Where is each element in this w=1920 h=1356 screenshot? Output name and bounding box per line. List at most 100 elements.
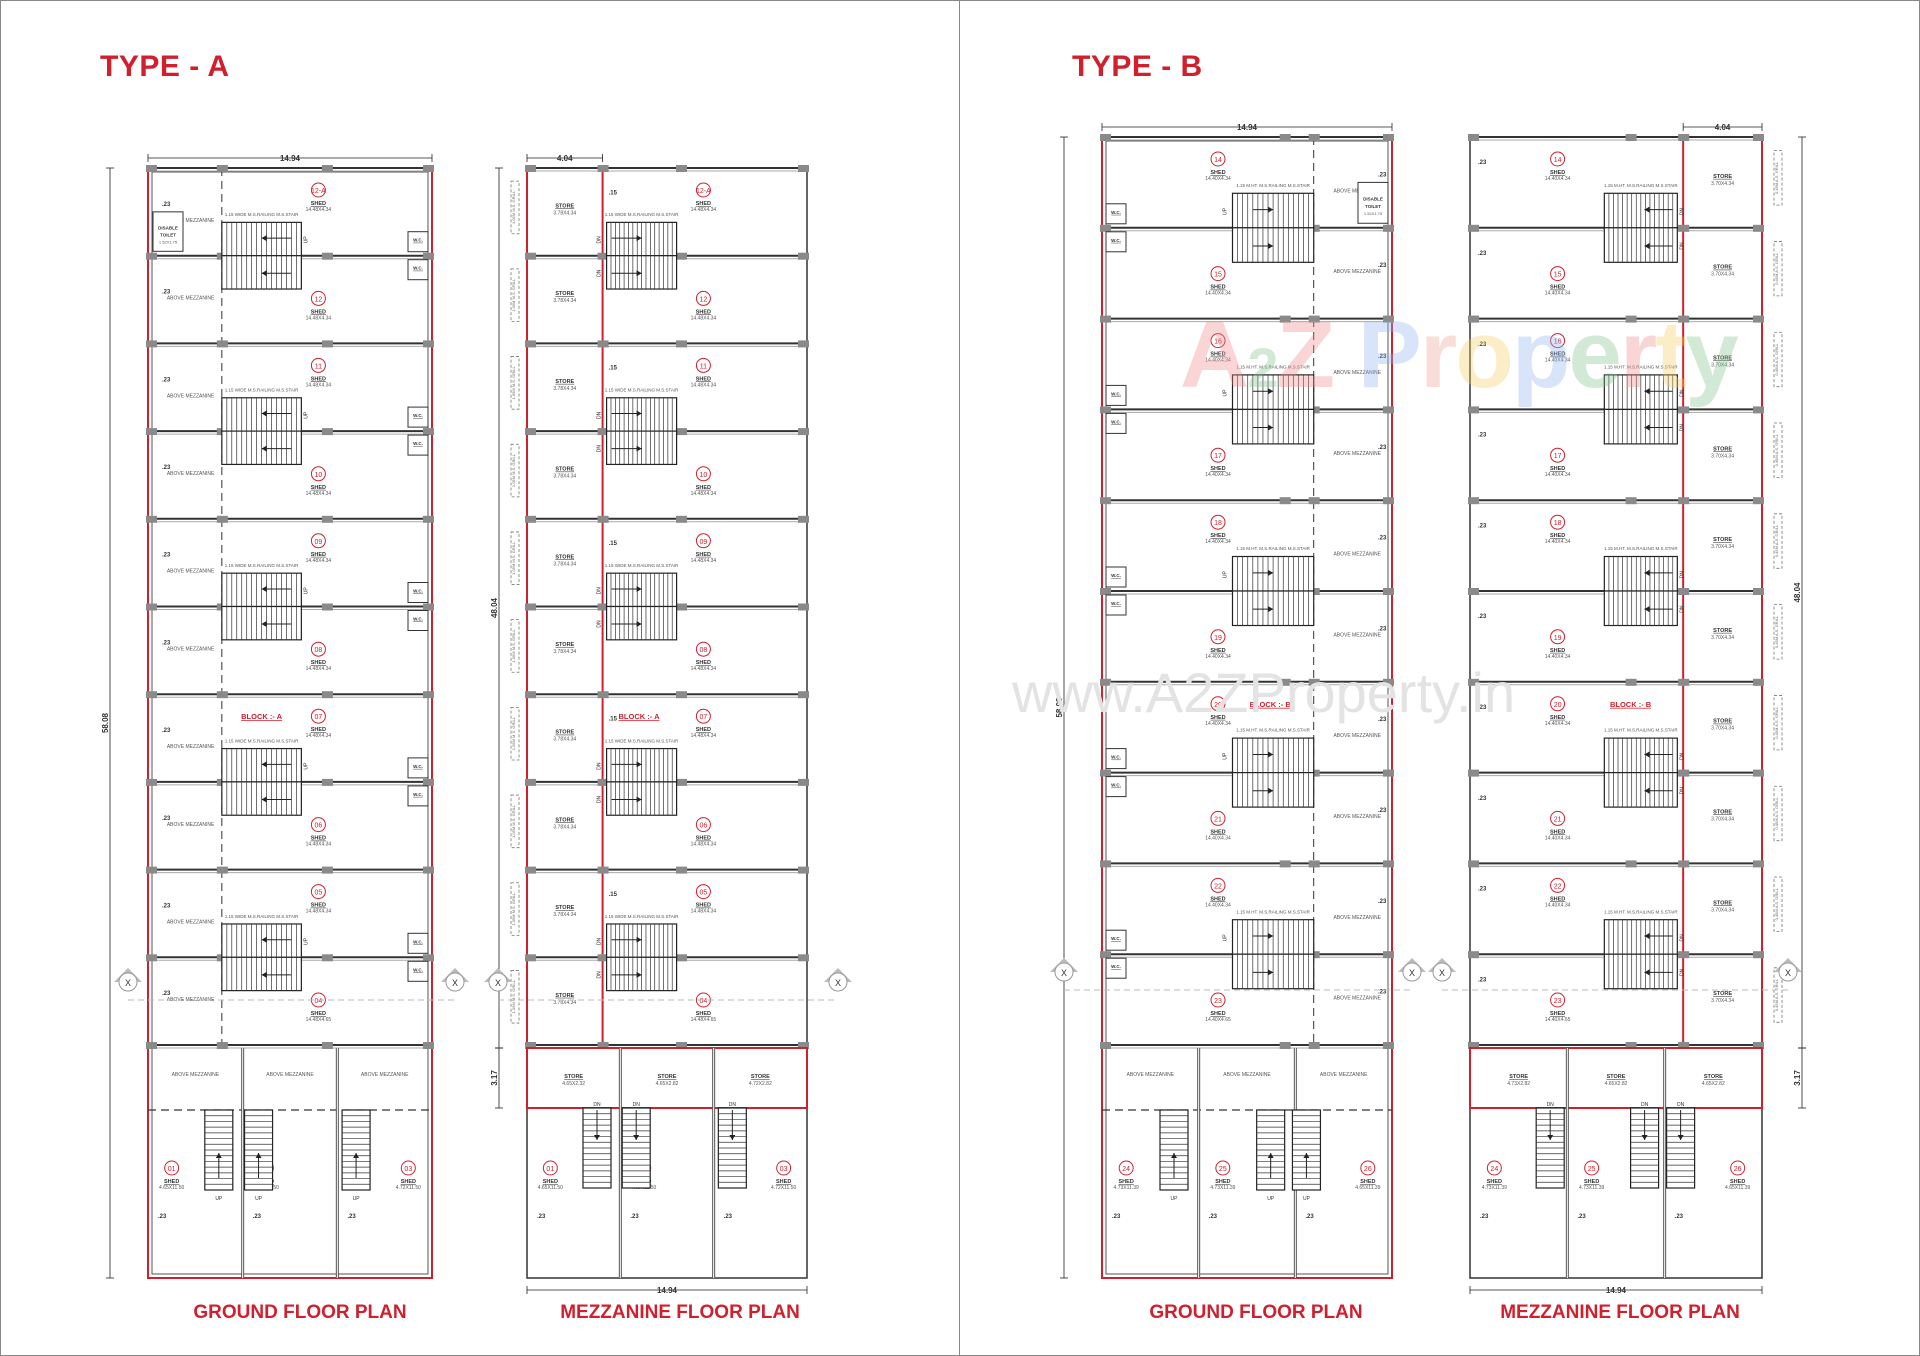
staircase — [605, 572, 678, 608]
svg-text:ABOVE MEZZANINE: ABOVE MEZZANINE — [1333, 632, 1381, 638]
svg-text:14.94: 14.94 — [657, 1286, 678, 1295]
svg-text:1.05M M.S. GRILL: 1.05M M.S. GRILL — [511, 453, 516, 487]
svg-text:SHED: SHED — [1550, 896, 1565, 902]
svg-text:SHED: SHED — [311, 836, 326, 842]
staircase — [605, 221, 678, 257]
svg-text:14.48X4.34: 14.48X4.34 — [691, 842, 717, 848]
svg-text:ABOVE MEZZANINE: ABOVE MEZZANINE — [361, 1072, 409, 1078]
type-a-ground-floor-title: GROUND FLOOR PLAN — [193, 1302, 407, 1323]
svg-text:SHED: SHED — [1550, 466, 1565, 472]
staircase — [221, 956, 302, 992]
svg-text:SHED: SHED — [1210, 1011, 1225, 1017]
svg-text:W.C.: W.C. — [413, 792, 423, 797]
svg-text:23: 23 — [1554, 998, 1562, 1005]
wc-block: W.C.W.C. — [1105, 929, 1127, 979]
svg-text:4.73X11.39: 4.73X11.39 — [1210, 1185, 1235, 1191]
svg-text:STORE: STORE — [1713, 991, 1732, 997]
svg-text:1.15 WIDE M.S.RAILING M.S.STAI: 1.15 WIDE M.S.RAILING M.S.STAIR — [225, 738, 299, 743]
svg-text:SHED: SHED — [311, 727, 326, 733]
svg-text:ABOVE MEZZANINE: ABOVE MEZZANINE — [172, 1072, 220, 1078]
svg-text:W.C.: W.C. — [1111, 964, 1121, 969]
type-b-ground-floor-title: GROUND FLOOR PLAN — [1149, 1302, 1363, 1323]
svg-text:SHED: SHED — [543, 1179, 558, 1185]
svg-text:SHED: SHED — [311, 309, 326, 315]
svg-text:4.65X2.82: 4.65X2.82 — [656, 1081, 679, 1087]
svg-text:STORE: STORE — [1713, 355, 1732, 361]
svg-text:3.70X4.34: 3.70X4.34 — [1711, 181, 1734, 187]
svg-text:STORE: STORE — [564, 1074, 583, 1080]
svg-text:DN: DN — [597, 620, 603, 628]
svg-text:.23: .23 — [253, 1214, 262, 1220]
svg-text:.23: .23 — [1305, 1214, 1314, 1220]
svg-text:1.52X1.75: 1.52X1.75 — [159, 239, 178, 244]
svg-text:UP: UP — [1223, 934, 1229, 942]
type-b-mezzanine-floor-plan: 4.0448.043.1714.9412-ASHED14.48X4.34STOR… — [490, 154, 809, 1295]
wc-block: W.C.W.C. — [407, 406, 429, 456]
svg-text:14.40X4.34: 14.40X4.34 — [1545, 721, 1571, 727]
svg-text:.23: .23 — [1478, 342, 1487, 348]
svg-text:0.45M A.S. GRILL: 0.45M A.S. GRILL — [1774, 797, 1779, 830]
svg-text:ABOVE MEZZANINE: ABOVE MEZZANINE — [1333, 451, 1381, 457]
svg-text:SHED: SHED — [1550, 648, 1565, 654]
svg-text:.23: .23 — [1675, 1214, 1684, 1220]
svg-text:14.48X4.34: 14.48X4.34 — [306, 909, 332, 915]
staircase — [1231, 953, 1315, 990]
svg-text:STORE: STORE — [1704, 1074, 1723, 1080]
svg-text:UP: UP — [1267, 1196, 1275, 1202]
svg-text:TOILET: TOILET — [160, 232, 176, 237]
svg-text:1.15 WIDE M.S.RAILING M.S.STAI: 1.15 WIDE M.S.RAILING M.S.STAIR — [605, 212, 679, 217]
svg-text:.23: .23 — [1478, 160, 1487, 166]
svg-text:STORE: STORE — [1713, 809, 1732, 815]
svg-text:0.45M A.S. GRILL: 0.45M A.S. GRILL — [1774, 433, 1779, 466]
staircase — [1603, 953, 1678, 990]
svg-text:DN: DN — [597, 587, 603, 595]
svg-text:1.05M M.S. GRILL: 1.05M M.S. GRILL — [511, 278, 516, 312]
svg-text:4.72X2.82: 4.72X2.82 — [749, 1081, 772, 1087]
svg-text:SHED: SHED — [696, 727, 711, 733]
staircase — [221, 430, 302, 466]
svg-text:1.52X1.75: 1.52X1.75 — [1364, 211, 1383, 216]
svg-text:14.48X4.34: 14.48X4.34 — [691, 666, 717, 672]
staircase — [605, 923, 678, 958]
svg-text:3.70X4.34: 3.70X4.34 — [1711, 907, 1734, 913]
svg-text:UP: UP — [1223, 752, 1229, 760]
svg-text:SHED: SHED — [1210, 170, 1225, 176]
svg-text:03: 03 — [780, 1166, 788, 1173]
svg-text:3.17: 3.17 — [490, 1070, 499, 1086]
wc-block: W.C.W.C. — [407, 932, 429, 982]
svg-text:1.15 M.HT. M.S.RAILING M.S.STA: 1.15 M.HT. M.S.RAILING M.S.STAIR — [1604, 365, 1678, 370]
svg-text:.23: .23 — [1378, 808, 1387, 814]
svg-text:14.48X4.34: 14.48X4.34 — [691, 733, 717, 739]
svg-text:07: 07 — [315, 714, 323, 721]
svg-text:1.15 WIDE M.S.RAILING M.S.STAI: 1.15 WIDE M.S.RAILING M.S.STAIR — [225, 388, 299, 393]
svg-text:14.48X4.65: 14.48X4.65 — [306, 1017, 332, 1023]
svg-text:DN: DN — [1679, 424, 1685, 432]
staircase — [1231, 590, 1315, 627]
type-a-mezzanine-floor-title: MEZZANINE FLOOR PLAN — [560, 1302, 800, 1323]
svg-text:14.48X4.34: 14.48X4.34 — [306, 666, 332, 672]
svg-text:4.65X11.39: 4.65X11.39 — [1725, 1185, 1750, 1191]
svg-text:ABOVE MEZZANINE: ABOVE MEZZANINE — [167, 218, 215, 224]
svg-text:STORE: STORE — [555, 642, 574, 648]
svg-text:W.C.: W.C. — [413, 441, 423, 446]
svg-text:STORE: STORE — [555, 730, 574, 736]
svg-text:SHED: SHED — [1730, 1179, 1745, 1185]
svg-text:SHED: SHED — [696, 376, 711, 382]
svg-text:4.72X11.50: 4.72X11.50 — [771, 1185, 796, 1191]
